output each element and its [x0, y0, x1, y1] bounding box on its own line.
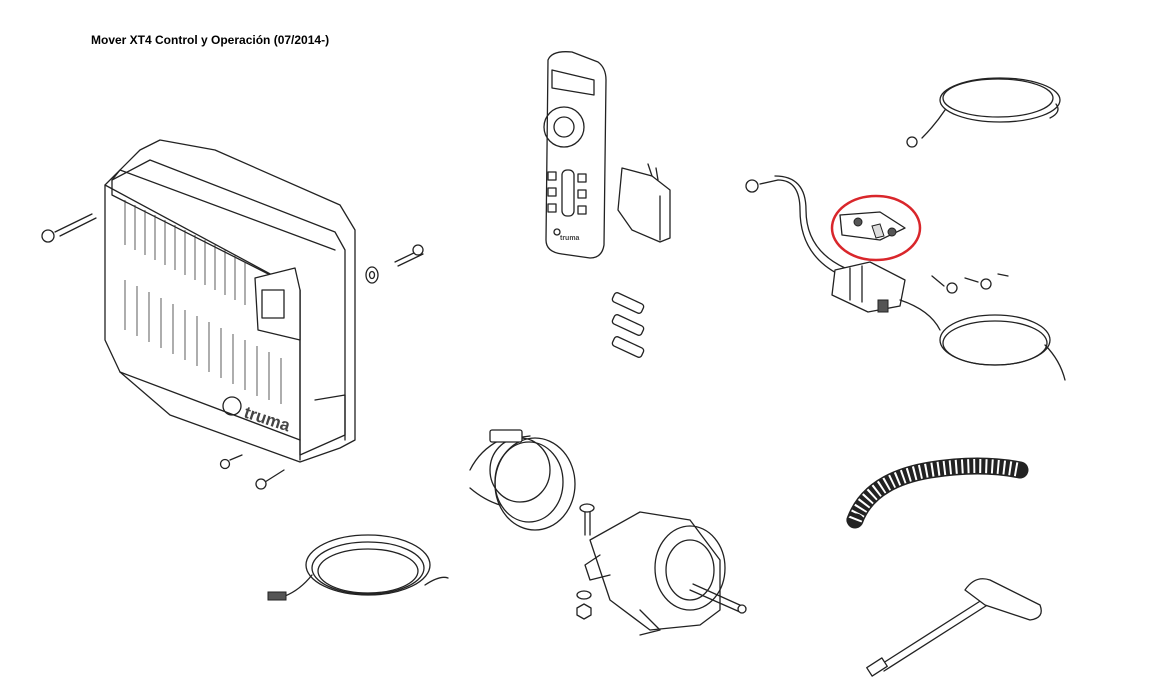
control-unit[interactable]: truma — [105, 140, 355, 462]
svg-text:truma: truma — [560, 235, 580, 242]
screw-bottom-2[interactable] — [256, 470, 284, 489]
fuse-highlighted[interactable] — [840, 212, 905, 240]
hose-clamps[interactable] — [470, 430, 575, 530]
cable-coil-bottom[interactable] — [268, 535, 448, 600]
washer[interactable] — [366, 267, 378, 283]
crank-handle[interactable] — [867, 579, 1042, 676]
drive-motor[interactable] — [585, 512, 746, 635]
fuse-holder[interactable] — [832, 262, 940, 330]
screw-long[interactable] — [42, 214, 96, 242]
ring-terminals[interactable] — [932, 274, 1008, 293]
cable-coil-top[interactable] — [907, 78, 1060, 147]
batteries[interactable] — [611, 292, 644, 359]
screw-right[interactable] — [395, 245, 423, 266]
washer-nut[interactable] — [577, 591, 591, 619]
cable-coil-right[interactable] — [940, 315, 1065, 380]
screw-bottom-1[interactable] — [221, 455, 243, 469]
remote-control[interactable]: truma — [544, 52, 606, 258]
bolt[interactable] — [580, 504, 594, 535]
remote-holder[interactable] — [618, 164, 670, 242]
page-title: Mover XT4 Control y Operación (07/2014-) — [91, 33, 330, 47]
corrugated-tube[interactable] — [847, 466, 1020, 526]
highlight-circle — [832, 196, 920, 260]
battery-cable[interactable] — [746, 176, 845, 275]
